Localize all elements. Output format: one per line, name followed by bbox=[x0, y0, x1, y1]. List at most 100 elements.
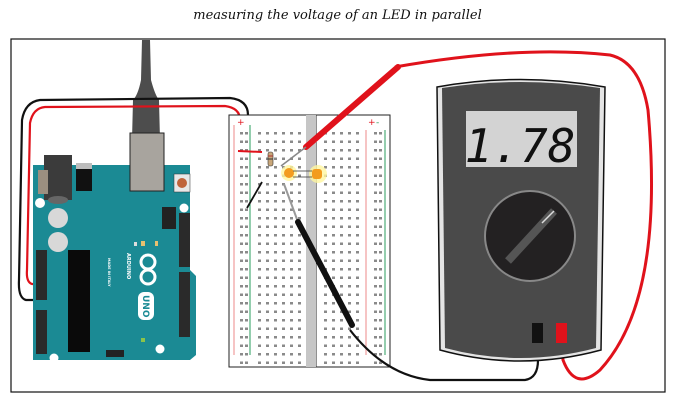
breadboard-hole bbox=[240, 361, 243, 364]
breadboard-hole bbox=[298, 149, 301, 152]
breadboard-hole bbox=[379, 157, 382, 160]
breadboard-hole bbox=[258, 149, 261, 152]
breadboard-hole bbox=[266, 234, 269, 237]
breadboard-hole bbox=[245, 293, 248, 296]
dc-barrel-jack bbox=[44, 155, 72, 200]
breadboard-hole bbox=[282, 361, 285, 364]
breadboard-hole bbox=[266, 166, 269, 169]
breadboard-hole bbox=[266, 225, 269, 228]
breadboard-hole bbox=[298, 276, 301, 279]
breadboard-hole bbox=[356, 251, 359, 254]
breadboard-hole bbox=[266, 276, 269, 279]
breadboard-hole bbox=[298, 344, 301, 347]
breadboard-hole bbox=[290, 268, 293, 271]
breadboard-hole bbox=[245, 251, 248, 254]
breadboard-hole bbox=[340, 310, 343, 313]
breadboard-hole bbox=[324, 259, 327, 262]
breadboard-hole bbox=[274, 242, 277, 245]
breadboard-hole bbox=[240, 344, 243, 347]
breadboard-hole bbox=[332, 276, 335, 279]
breadboard-hole bbox=[356, 149, 359, 152]
breadboard-hole bbox=[340, 251, 343, 254]
breadboard-hole bbox=[324, 293, 327, 296]
usb-cable bbox=[132, 40, 160, 140]
breadboard-hole bbox=[245, 183, 248, 186]
breadboard-hole bbox=[298, 140, 301, 143]
breadboard-hole bbox=[340, 166, 343, 169]
usb-port bbox=[129, 132, 165, 192]
breadboard-hole bbox=[274, 268, 277, 271]
breadboard-hole bbox=[266, 344, 269, 347]
breadboard-hole bbox=[356, 183, 359, 186]
breadboard-hole bbox=[340, 353, 343, 356]
breadboard-hole bbox=[282, 293, 285, 296]
breadboard-hole bbox=[290, 344, 293, 347]
breadboard-hole bbox=[282, 251, 285, 254]
breadboard-hole bbox=[356, 208, 359, 211]
breadboard-hole bbox=[258, 132, 261, 135]
breadboard-hole bbox=[348, 327, 351, 330]
breadboard-hole bbox=[298, 234, 301, 237]
breadboard-hole bbox=[374, 140, 377, 143]
breadboard-hole bbox=[356, 327, 359, 330]
breadboard-hole bbox=[245, 166, 248, 169]
breadboard-hole bbox=[324, 225, 327, 228]
breadboard-hole bbox=[290, 319, 293, 322]
breadboard-hole bbox=[274, 225, 277, 228]
breadboard-hole bbox=[332, 268, 335, 271]
breadboard-hole bbox=[324, 319, 327, 322]
breadboard-hole bbox=[266, 242, 269, 245]
breadboard-hole bbox=[324, 302, 327, 305]
breadboard-hole bbox=[348, 251, 351, 254]
arduino-uno-board: UNO ARDUINO MADE IN ITALY bbox=[33, 132, 196, 363]
breadboard-hole bbox=[266, 336, 269, 339]
breadboard-hole bbox=[245, 132, 248, 135]
breadboard-hole bbox=[240, 285, 243, 288]
breadboard-hole bbox=[245, 225, 248, 228]
breadboard-hole bbox=[258, 302, 261, 305]
breadboard-hole bbox=[324, 149, 327, 152]
breadboard-hole bbox=[340, 336, 343, 339]
breadboard-hole bbox=[282, 132, 285, 135]
breadboard-hole bbox=[356, 302, 359, 305]
breadboard-hole bbox=[290, 208, 293, 211]
breadboard-hole bbox=[379, 149, 382, 152]
breadboard-hole bbox=[290, 132, 293, 135]
breadboard-hole bbox=[290, 293, 293, 296]
breadboard-hole bbox=[245, 140, 248, 143]
breadboard-hole bbox=[266, 149, 269, 152]
multimeter-reading: 1.78 bbox=[465, 119, 576, 173]
breadboard-hole bbox=[324, 242, 327, 245]
breadboard-hole bbox=[274, 251, 277, 254]
uno-badge bbox=[138, 292, 154, 320]
breadboard-hole bbox=[332, 361, 335, 364]
breadboard-hole bbox=[356, 191, 359, 194]
breadboard-hole bbox=[266, 208, 269, 211]
breadboard-hole bbox=[290, 327, 293, 330]
breadboard-hole bbox=[356, 132, 359, 135]
breadboard-hole bbox=[245, 336, 248, 339]
breadboard-hole bbox=[258, 259, 261, 262]
breadboard-hole bbox=[348, 268, 351, 271]
diagram-title: measuring the voltage of an LED in paral… bbox=[193, 8, 482, 23]
breadboard-hole bbox=[379, 336, 382, 339]
breadboard-hole bbox=[379, 302, 382, 305]
breadboard-hole bbox=[258, 183, 261, 186]
breadboard-hole bbox=[258, 319, 261, 322]
breadboard-hole bbox=[348, 361, 351, 364]
breadboard-hole bbox=[298, 285, 301, 288]
breadboard-hole bbox=[274, 259, 277, 262]
breadboard-hole bbox=[274, 208, 277, 211]
breadboard-hole bbox=[379, 276, 382, 279]
breadboard-hole bbox=[340, 327, 343, 330]
breadboard-hole bbox=[324, 234, 327, 237]
breadboard-hole bbox=[266, 251, 269, 254]
breadboard-hole bbox=[374, 251, 377, 254]
breadboard-hole bbox=[274, 140, 277, 143]
breadboard-hole bbox=[332, 319, 335, 322]
breadboard-hole bbox=[379, 361, 382, 364]
breadboard-hole bbox=[332, 217, 335, 220]
breadboard-hole bbox=[356, 285, 359, 288]
breadboard-hole bbox=[340, 225, 343, 228]
breadboard-hole bbox=[374, 302, 377, 305]
